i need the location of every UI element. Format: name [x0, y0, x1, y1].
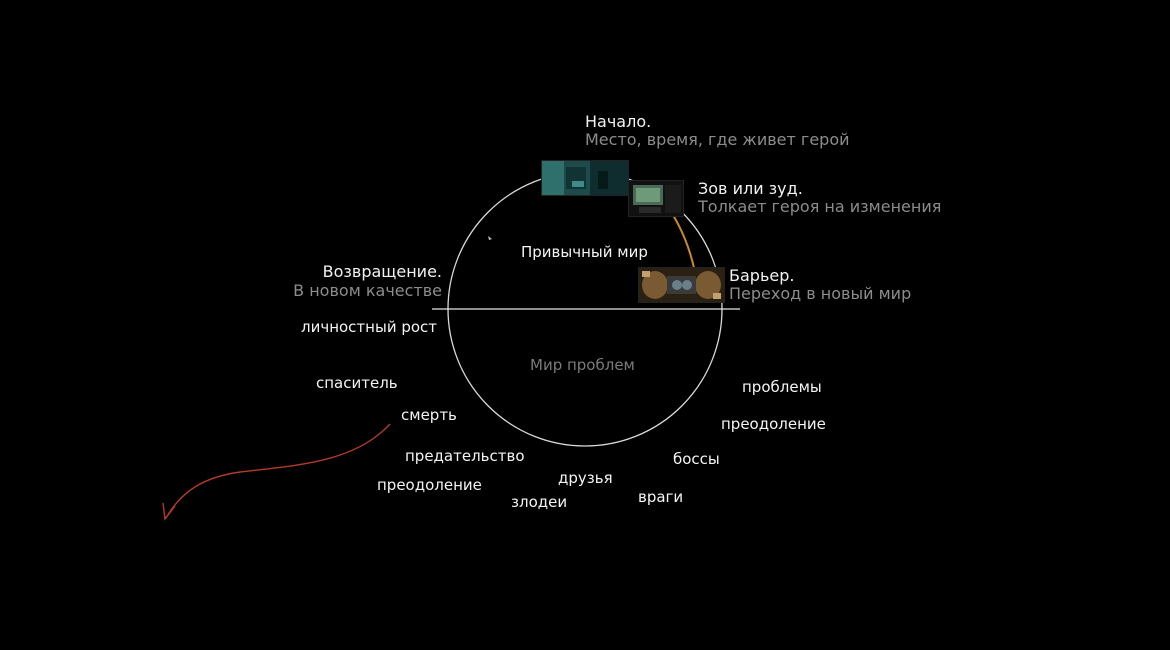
word-enemies: враги	[638, 488, 684, 506]
return-subtitle: В новом качестве	[293, 281, 442, 300]
call-title: Зов или зуд.	[698, 179, 803, 198]
word-villains: злодеи	[511, 493, 568, 511]
word-savior: спаситель	[316, 374, 398, 392]
red-arrow-curve	[165, 423, 391, 519]
word-bosses: боссы	[673, 450, 720, 468]
barrier-thumbnail	[638, 267, 725, 303]
start-thumbnail	[541, 160, 629, 196]
red-arrow-head	[162, 502, 176, 521]
barrier-title: Барьер.	[729, 266, 795, 285]
word-overcoming-right: преодоление	[721, 415, 826, 433]
cursor-mark	[488, 236, 492, 240]
call-thumbnail	[628, 180, 684, 217]
call-subtitle: Толкает героя на изменения	[698, 197, 942, 216]
return-title: Возвращение.	[322, 262, 442, 281]
zone-ordinary-world: Привычный мир	[521, 243, 648, 261]
word-overcoming-left: преодоление	[377, 476, 482, 494]
word-problems: проблемы	[742, 378, 822, 396]
word-death: смерть	[401, 406, 457, 424]
barrier-subtitle: Переход в новый мир	[729, 284, 912, 303]
start-title: Начало.	[585, 112, 652, 131]
word-friends: друзья	[558, 469, 613, 487]
start-subtitle: Место, время, где живет герой	[585, 130, 850, 149]
word-personal-growth: личностный рост	[301, 318, 438, 336]
zone-problem-world: Мир проблем	[530, 356, 635, 374]
word-betrayal: предательство	[405, 447, 525, 465]
